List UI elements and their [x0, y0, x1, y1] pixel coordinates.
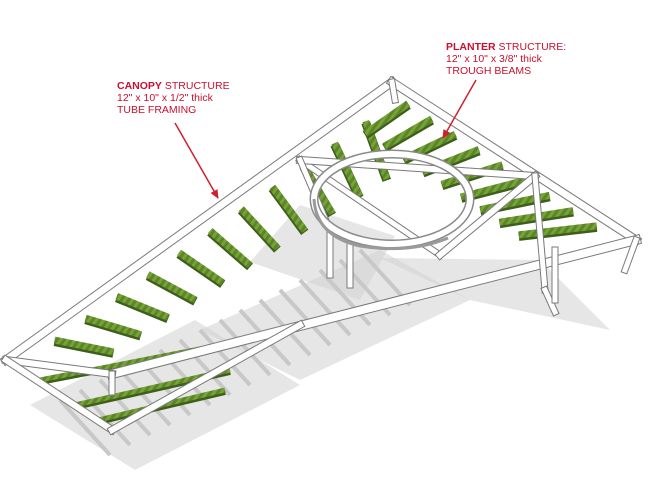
trough-beam [146, 271, 198, 304]
tube-beam [541, 286, 559, 316]
tube-beam [389, 79, 398, 103]
tube-beam [1, 355, 117, 435]
canopy-description: TUBE FRAMING [117, 104, 197, 116]
trough-beam [84, 314, 142, 338]
trough-beam [331, 141, 363, 198]
tube-beam [107, 235, 641, 379]
shadow-stripe [218, 318, 272, 377]
canopy-structure-callout: CANOPY STRUCTURE 12" x 10" x 1/2" thick … [117, 80, 230, 116]
tube-beam [387, 77, 641, 245]
trough-beam [238, 206, 280, 251]
tube-beam [532, 173, 548, 293]
trough-beam [518, 222, 598, 239]
shadow-stripe [278, 288, 332, 347]
tube-beam [435, 171, 540, 260]
planter-description: TROUGH BEAMS [446, 65, 532, 77]
tube-beam [1, 77, 397, 365]
planter-title-bold: PLANTER [446, 41, 496, 53]
planter-dimensions: 12" x 10" x 3/8" thick [446, 53, 542, 65]
shadow-stripe [118, 368, 172, 427]
shadow-stripe [98, 378, 152, 437]
tube-beam [621, 236, 640, 274]
trough-beam [53, 336, 115, 356]
trough-beam [115, 293, 170, 321]
trough-beam [269, 184, 308, 233]
trough-beam [207, 228, 253, 269]
canopy-title-bold: CANOPY [117, 80, 162, 92]
trough-beam [382, 115, 434, 150]
canopy-leader-arrow [174, 122, 219, 199]
shadow-stripe [58, 398, 112, 457]
planter-title-rest: STRUCTURE: [495, 41, 567, 53]
canopy-dimensions: 12" x 10" x 1/2" thick [117, 92, 213, 104]
shadow-stripe [298, 278, 352, 337]
shadow-patch [250, 205, 395, 300]
canopy-title-rest: STRUCTURE [161, 80, 230, 92]
shadow-stripe [198, 328, 252, 387]
planter-ring [309, 149, 475, 251]
planter-leader-arrow [442, 79, 477, 139]
canopy-title: CANOPY STRUCTURE [117, 80, 230, 92]
trough-beam [176, 249, 225, 286]
tube-beam [107, 320, 305, 435]
planter-structure-callout: PLANTER STRUCTURE: 12" x 10" x 3/8" thic… [446, 41, 566, 77]
planter-title: PLANTER STRUCTURE: [446, 41, 566, 53]
trough-beam [363, 100, 411, 137]
planter-ring-wall [312, 198, 449, 251]
tube-beam [2, 356, 116, 378]
shadow-patch [30, 320, 300, 470]
shadow-stripe [318, 268, 372, 327]
